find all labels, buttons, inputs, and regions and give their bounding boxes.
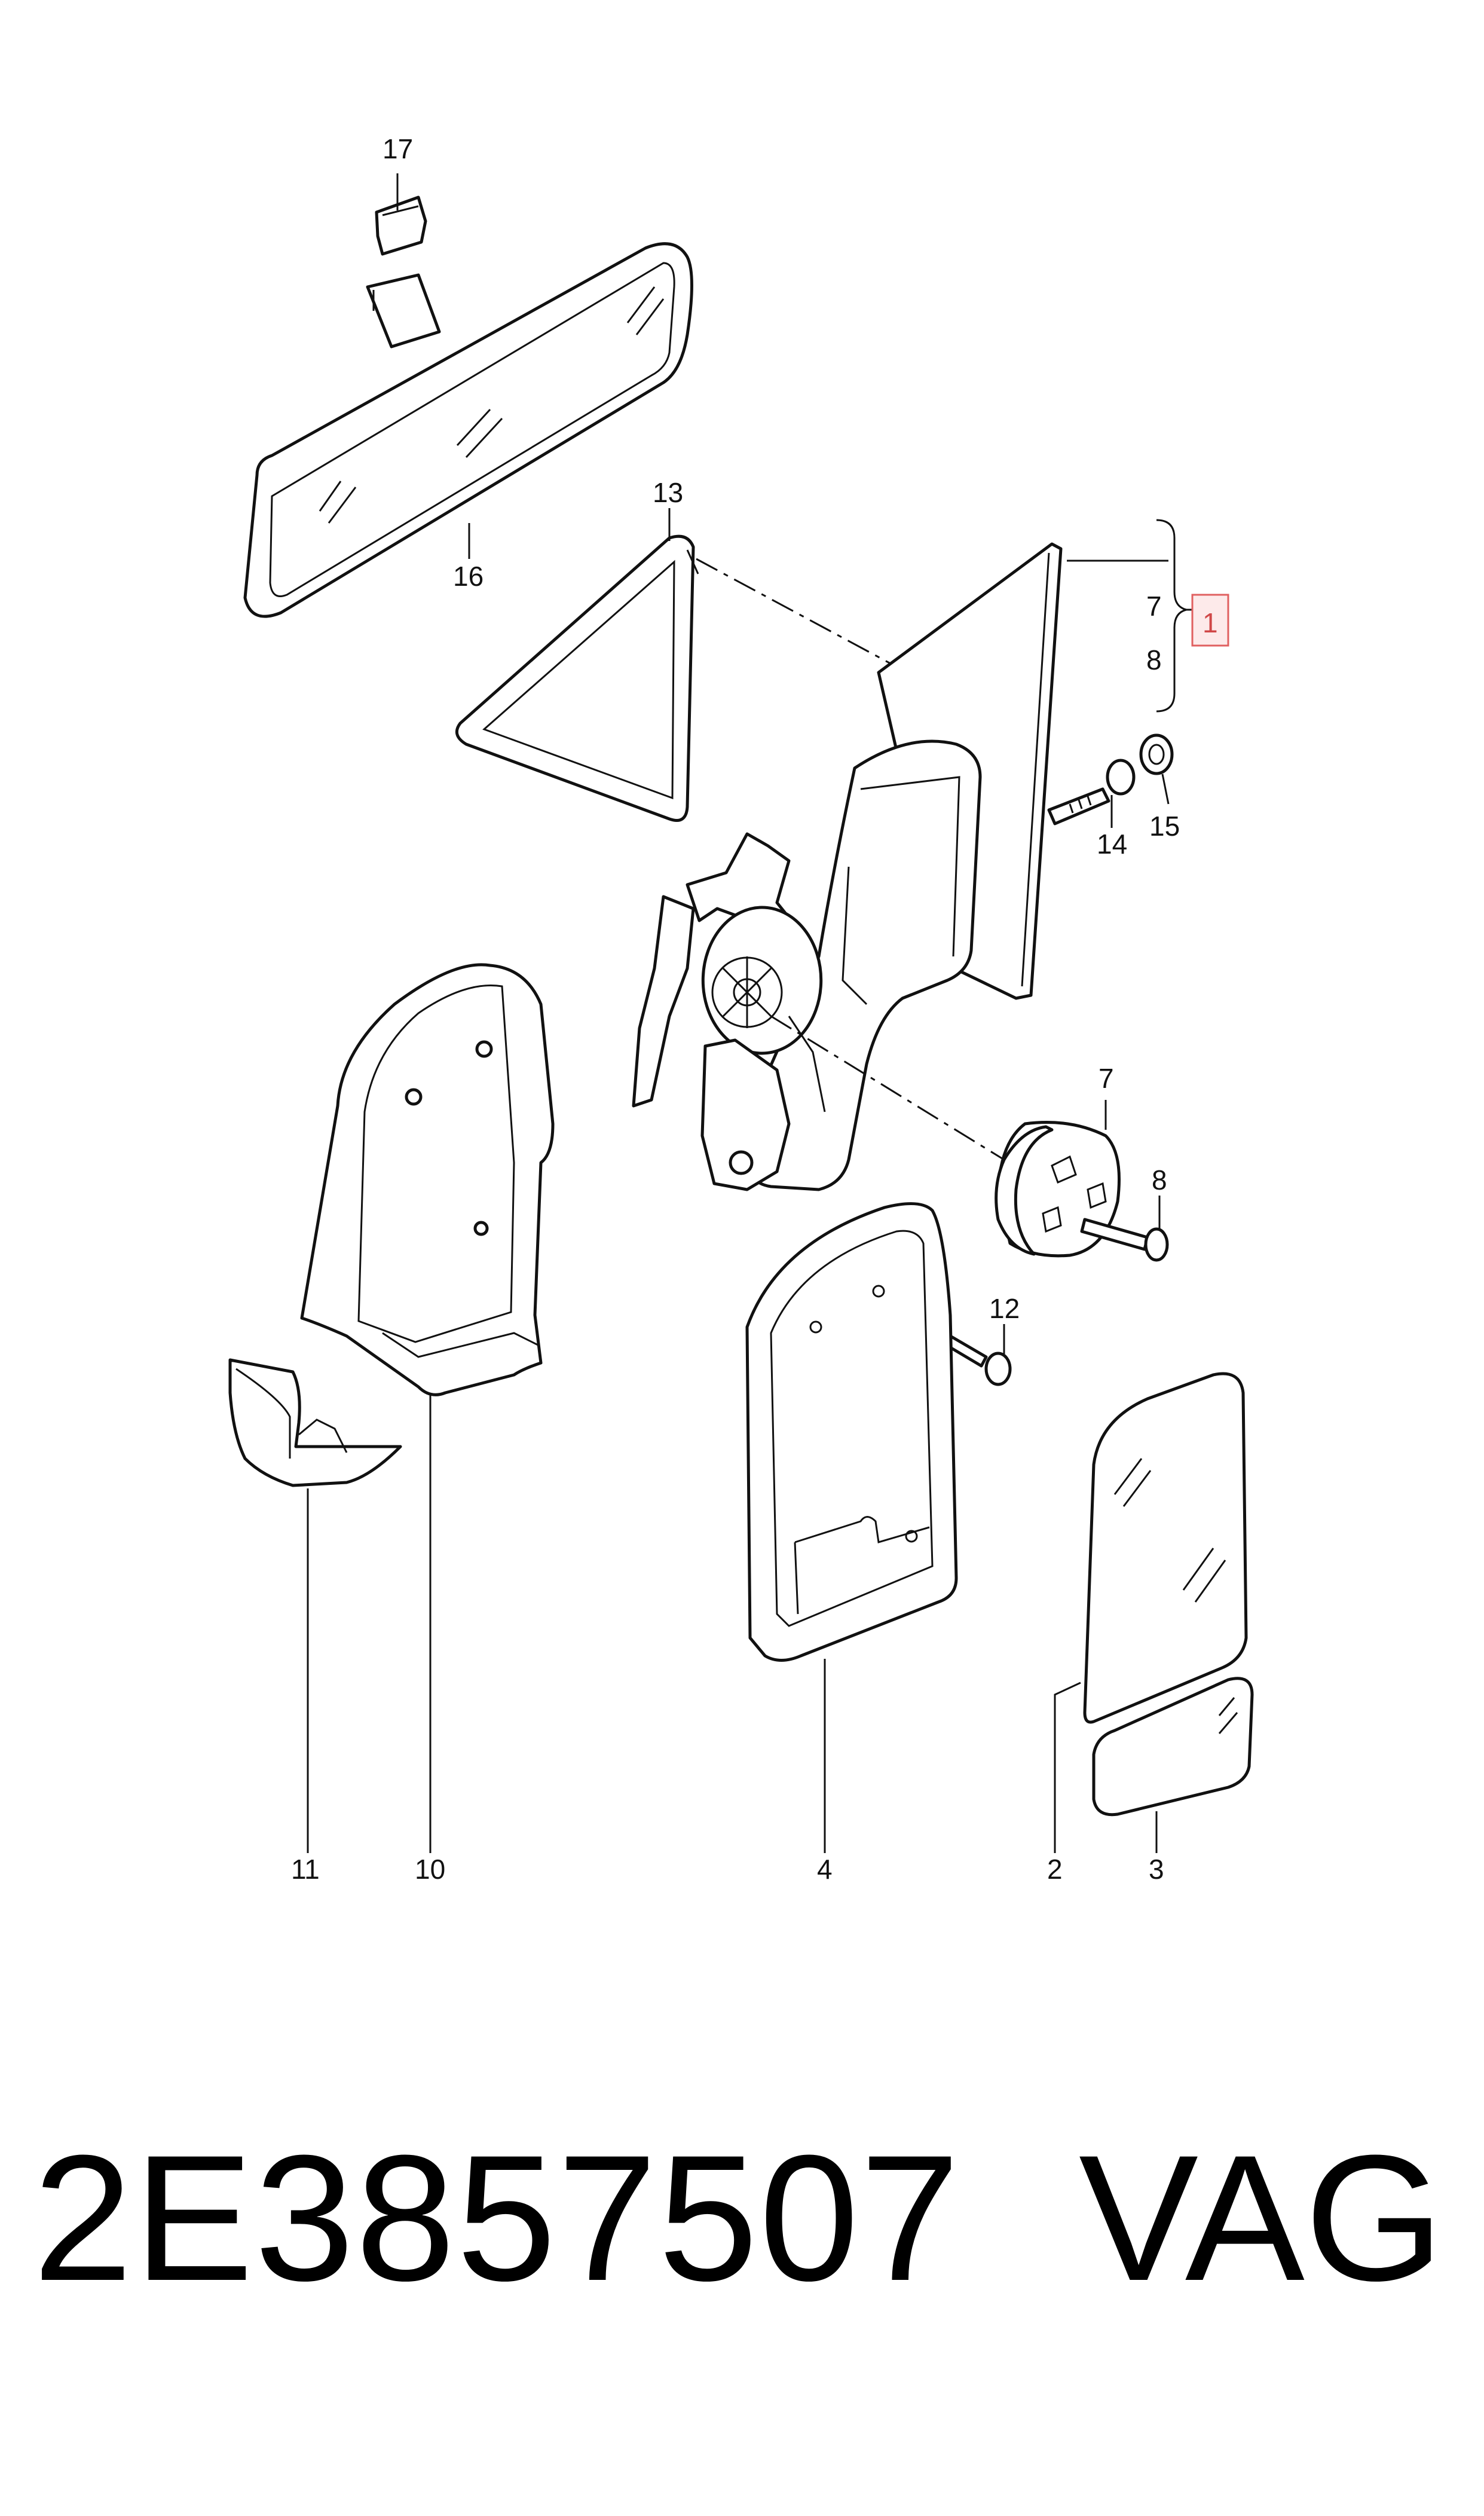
callout-4: 4 — [817, 1854, 833, 1885]
brand-name: VAG — [1079, 2117, 1445, 2318]
part-1-mirror-assembly — [632, 542, 1063, 1191]
part-10-mirror-cap — [300, 963, 555, 1853]
part-8-screw — [1080, 1196, 1169, 1262]
part-1-highlight-box — [1191, 594, 1229, 647]
part-2-mirror-glass — [1054, 1372, 1248, 1853]
callout-7-group: 7 — [1146, 591, 1162, 622]
part-3-wide-angle-glass — [1092, 1677, 1254, 1853]
callout-3: 3 — [1149, 1854, 1164, 1885]
callout-8-group: 8 — [1146, 644, 1162, 675]
callout-14: 14 — [1097, 829, 1127, 860]
part-16-interior-mirror — [243, 242, 693, 618]
part-1-bracket — [1067, 519, 1229, 713]
callout-1: 1 — [1203, 607, 1218, 638]
callout-12: 12 — [989, 1293, 1020, 1324]
callout-11: 11 — [291, 1854, 320, 1885]
callout-8: 8 — [1152, 1164, 1167, 1196]
part-15-nut — [1139, 733, 1174, 805]
part-number: 2E3857507 — [33, 2117, 961, 2318]
callout-16: 16 — [453, 561, 484, 592]
part-13-triangle-trim — [455, 508, 891, 822]
callout-7: 7 — [1099, 1063, 1114, 1094]
callout-2: 2 — [1047, 1854, 1063, 1885]
part-17-clip — [375, 173, 427, 256]
part-11-lower-cover — [228, 1358, 402, 1853]
part-4-housing-frame — [745, 1202, 958, 1853]
callout-17: 17 — [383, 133, 413, 164]
callout-15: 15 — [1149, 811, 1180, 842]
part-14-bolt — [1047, 759, 1136, 828]
callout-10: 10 — [415, 1854, 445, 1885]
callout-13: 13 — [653, 477, 683, 508]
